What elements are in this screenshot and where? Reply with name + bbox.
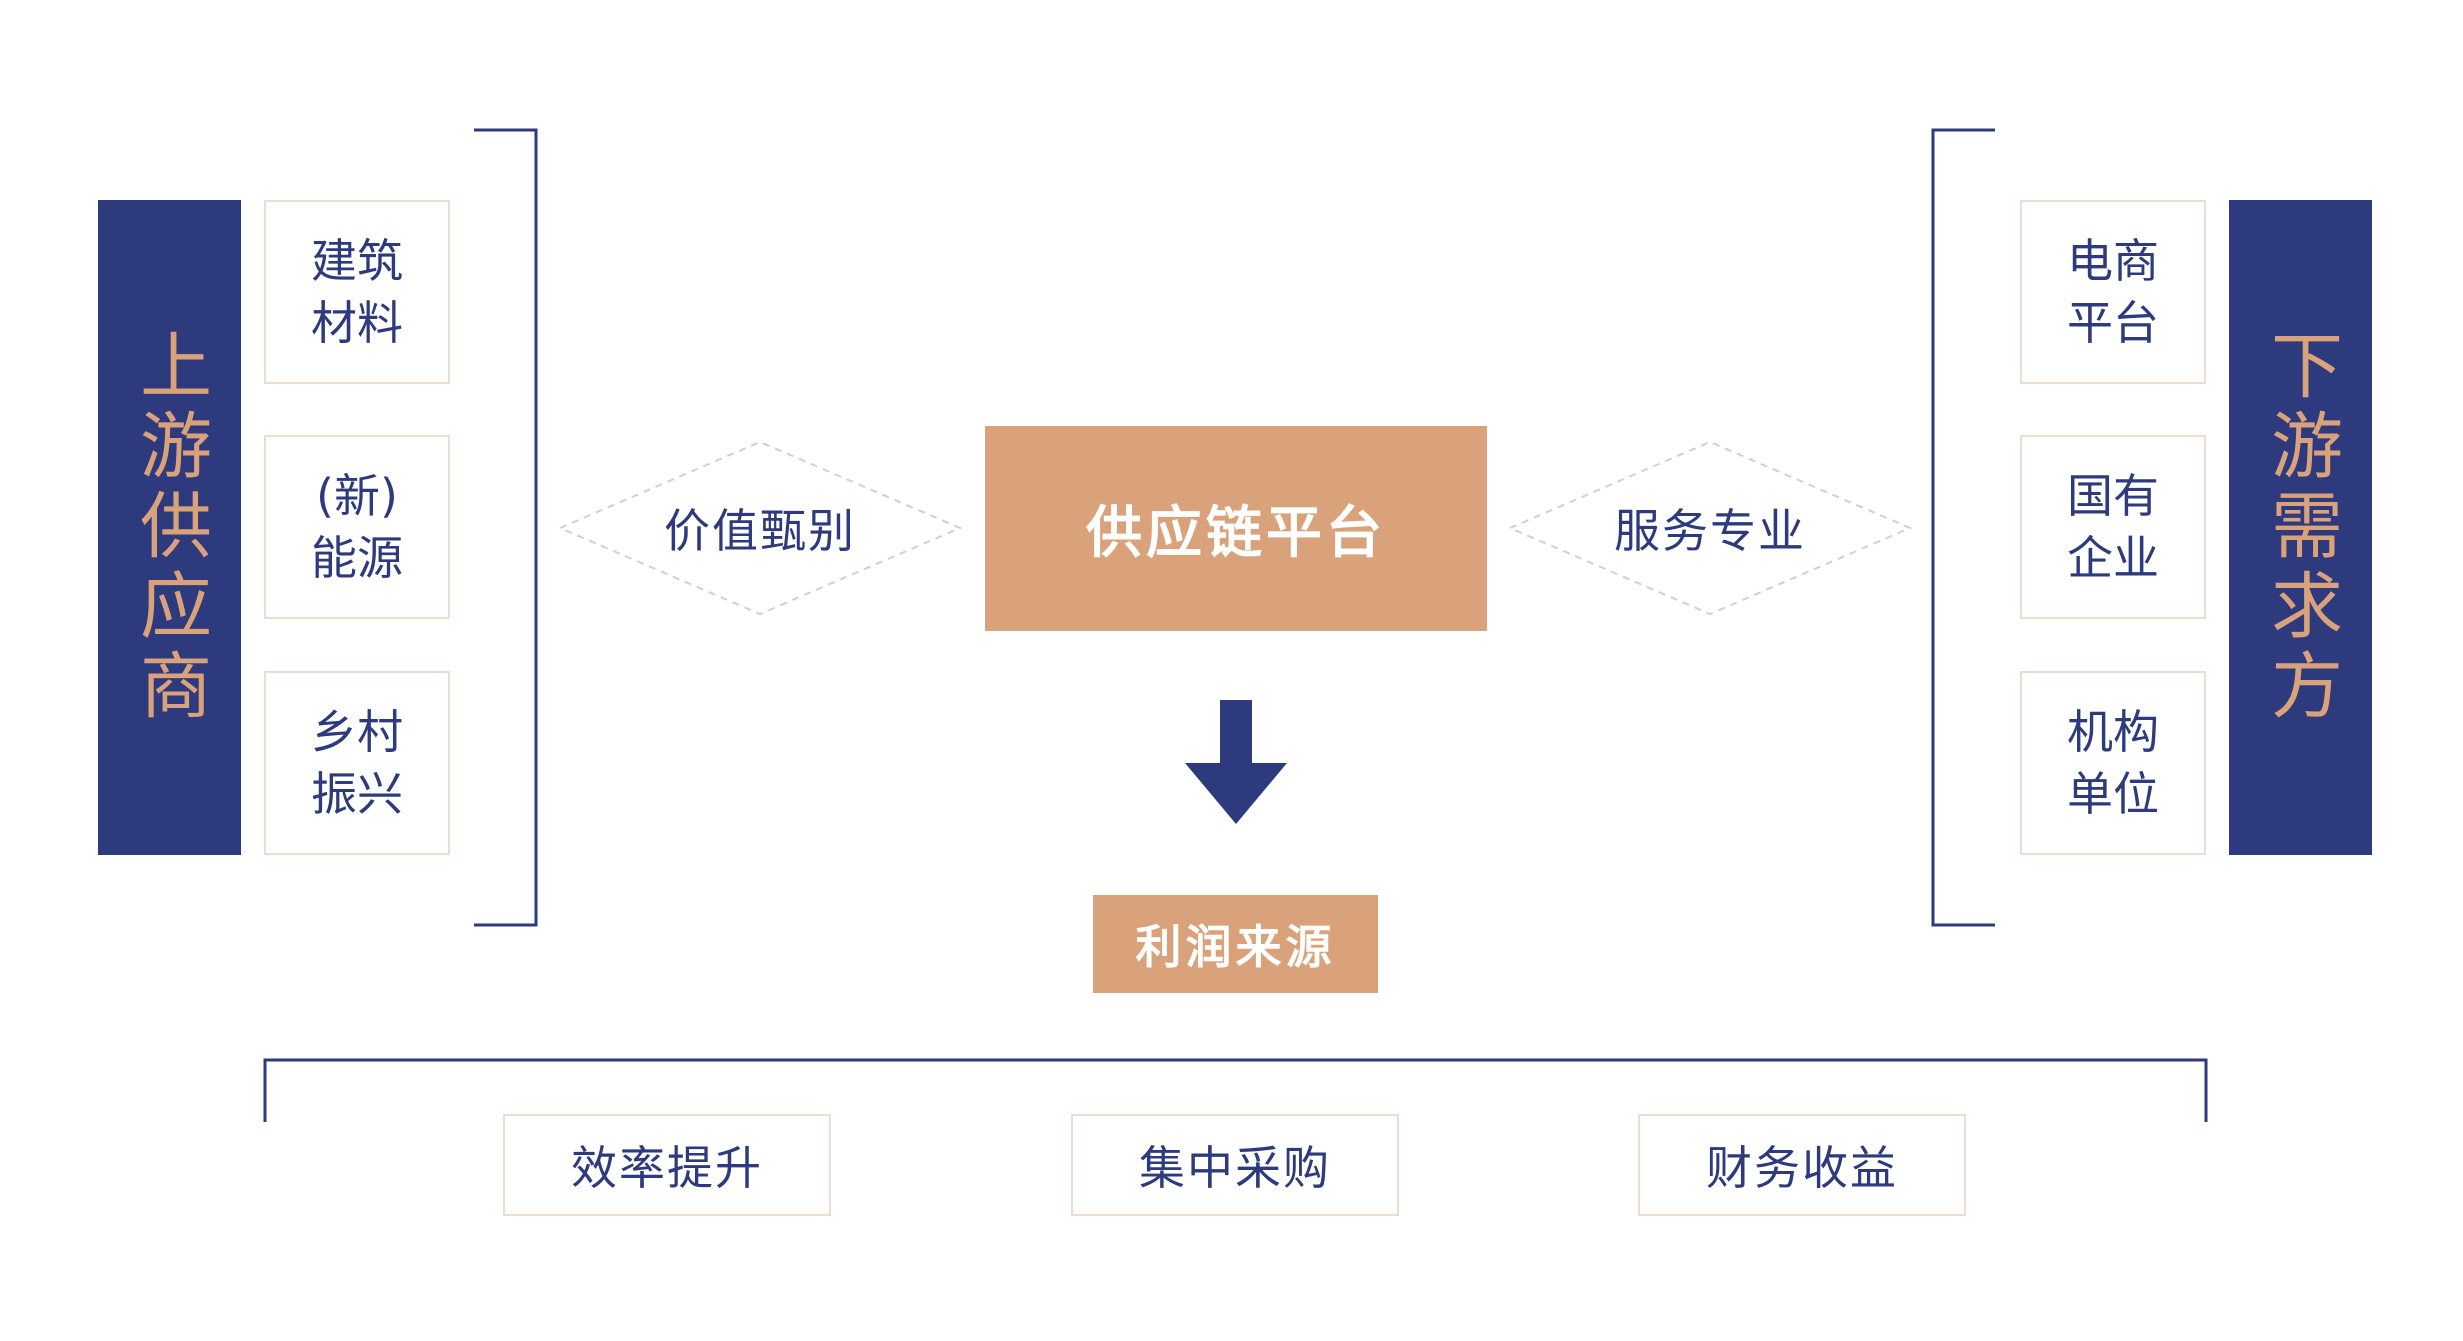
upstream-item-new-energy: (新) 能源	[264, 435, 450, 619]
profit-source-efficiency: 效率提升	[503, 1114, 831, 1216]
right-connector-label: 服务专业	[1614, 504, 1806, 558]
upstream-bracket	[474, 128, 538, 927]
profit-source-financial-returns: 财务收益	[1638, 1114, 1966, 1216]
arrow-down-icon	[1185, 700, 1287, 824]
left-diamond	[557, 440, 963, 616]
upstream-item-rural-revitalization: 乡村 振兴	[264, 671, 450, 855]
left-connector-label: 价值甄别	[664, 504, 856, 558]
profit-box: 利润来源	[1093, 895, 1378, 993]
downstream-item-ecommerce: 电商 平台	[2020, 200, 2206, 384]
downstream-title: 下游需求方	[2258, 327, 2343, 728]
upstream-title: 上游供应商	[127, 327, 212, 728]
downstream-panel: 下游需求方	[2229, 200, 2372, 855]
right-diamond	[1507, 440, 1913, 616]
upstream-panel: 上游供应商	[98, 200, 241, 855]
platform-box: 供应链平台	[985, 426, 1487, 631]
downstream-bracket	[1931, 128, 1995, 927]
profit-source-centralized-purchasing: 集中采购	[1071, 1114, 1399, 1216]
profit-bracket	[263, 1058, 2208, 1122]
downstream-item-institutions: 机构 单位	[2020, 671, 2206, 855]
downstream-item-soe: 国有 企业	[2020, 435, 2206, 619]
upstream-item-building-materials: 建筑 材料	[264, 200, 450, 384]
